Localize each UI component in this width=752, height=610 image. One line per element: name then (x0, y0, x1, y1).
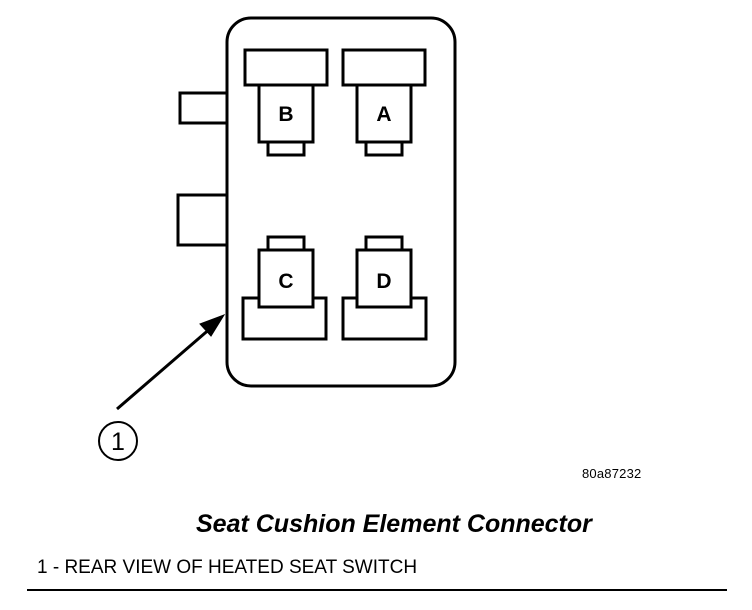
pin-label-c: C (278, 270, 293, 293)
cavity-b (243, 48, 329, 157)
legend-item-1: 1 - REAR VIEW OF HEATED SEAT SWITCH (37, 557, 418, 578)
callout-1: 1 (98, 421, 138, 461)
pin-label-d: D (376, 270, 391, 293)
cavity-d-frame (341, 296, 428, 341)
terminal-a-latch (364, 140, 404, 157)
terminal-d (355, 248, 413, 309)
callout-number: 1 (111, 428, 125, 456)
terminal-b-latch (266, 140, 306, 157)
cavity-a-frame (341, 48, 427, 87)
side-lock-tab-lower (176, 193, 229, 247)
figure-code: 80a87232 (582, 466, 642, 481)
terminal-c-latch (266, 235, 306, 252)
figure-title: Seat Cushion Element Connector (196, 510, 592, 538)
cavity-c-frame (241, 296, 328, 341)
cavity-d (341, 235, 428, 341)
terminal-d-latch (364, 235, 404, 252)
pin-label-a: A (376, 103, 391, 126)
side-lock-tab-upper (178, 91, 229, 125)
cavity-b-frame (243, 48, 329, 87)
cavity-c (241, 235, 328, 341)
connector-housing (225, 16, 457, 388)
pin-label-b: B (278, 103, 293, 126)
caption-rule (27, 589, 727, 591)
callout-arrow (116, 314, 226, 411)
cavity-a (341, 48, 427, 157)
terminal-c (257, 248, 315, 309)
